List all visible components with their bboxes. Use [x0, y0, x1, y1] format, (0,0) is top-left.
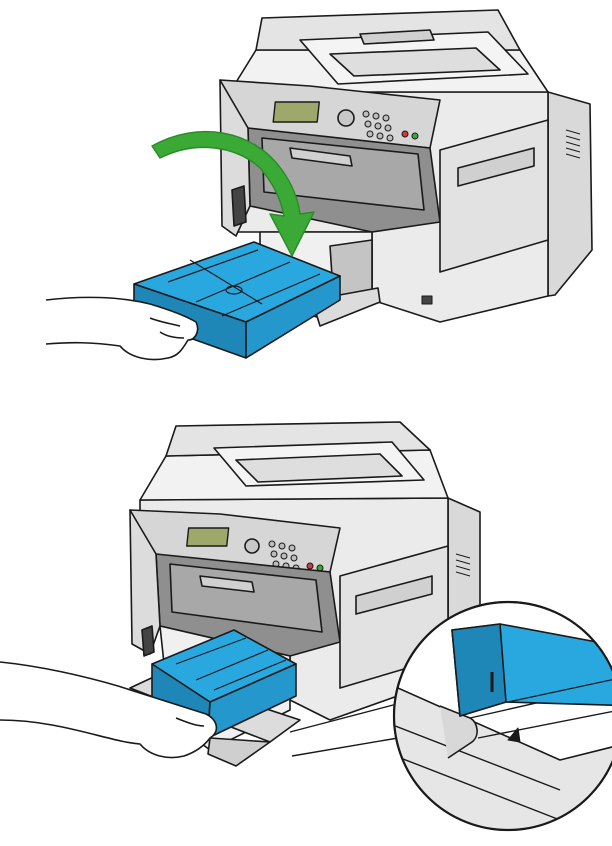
step-insert-cover-panel: [0, 0, 612, 380]
step-align-cover-panel: [0, 420, 612, 846]
printer-align-illustration: [0, 420, 612, 846]
printer-insert-illustration: [0, 0, 612, 380]
